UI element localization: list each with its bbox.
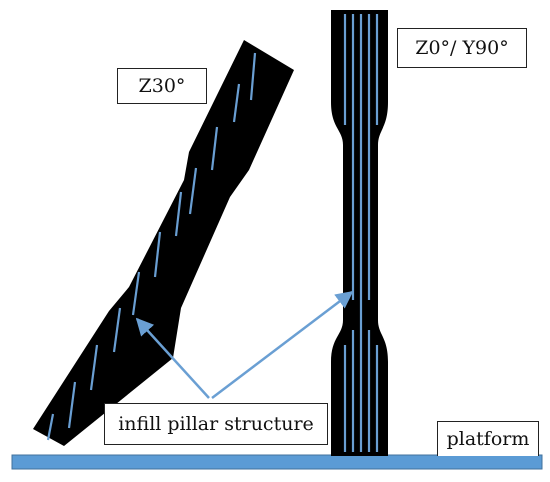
specimen-z0-y90 bbox=[331, 10, 388, 456]
pillar-line bbox=[210, 126, 219, 171]
pillar-line bbox=[249, 52, 257, 101]
platform-bar bbox=[11, 454, 543, 470]
arrow-to-z30 bbox=[135, 317, 210, 399]
pillar-line bbox=[67, 381, 77, 429]
specimen-z30 bbox=[33, 40, 294, 446]
label-z0-y90: Z0°/ Y90° bbox=[397, 28, 527, 68]
pillar-line bbox=[46, 413, 55, 441]
label-platform: platform bbox=[437, 421, 539, 456]
pillar-line bbox=[112, 307, 122, 353]
label-infill-pillar: infill pillar structure bbox=[104, 403, 328, 445]
arrow-to-z0 bbox=[211, 290, 354, 399]
pillar-line bbox=[131, 271, 141, 316]
pillar-line bbox=[174, 191, 183, 237]
specimen-z0-pillars bbox=[343, 14, 379, 452]
specimen-z30-pillars bbox=[46, 52, 257, 441]
pillar-line bbox=[232, 83, 241, 123]
pillar-line bbox=[188, 167, 198, 215]
pillar-line bbox=[153, 231, 162, 278]
label-z30: Z30° bbox=[117, 68, 207, 104]
pillar-line bbox=[89, 344, 99, 391]
